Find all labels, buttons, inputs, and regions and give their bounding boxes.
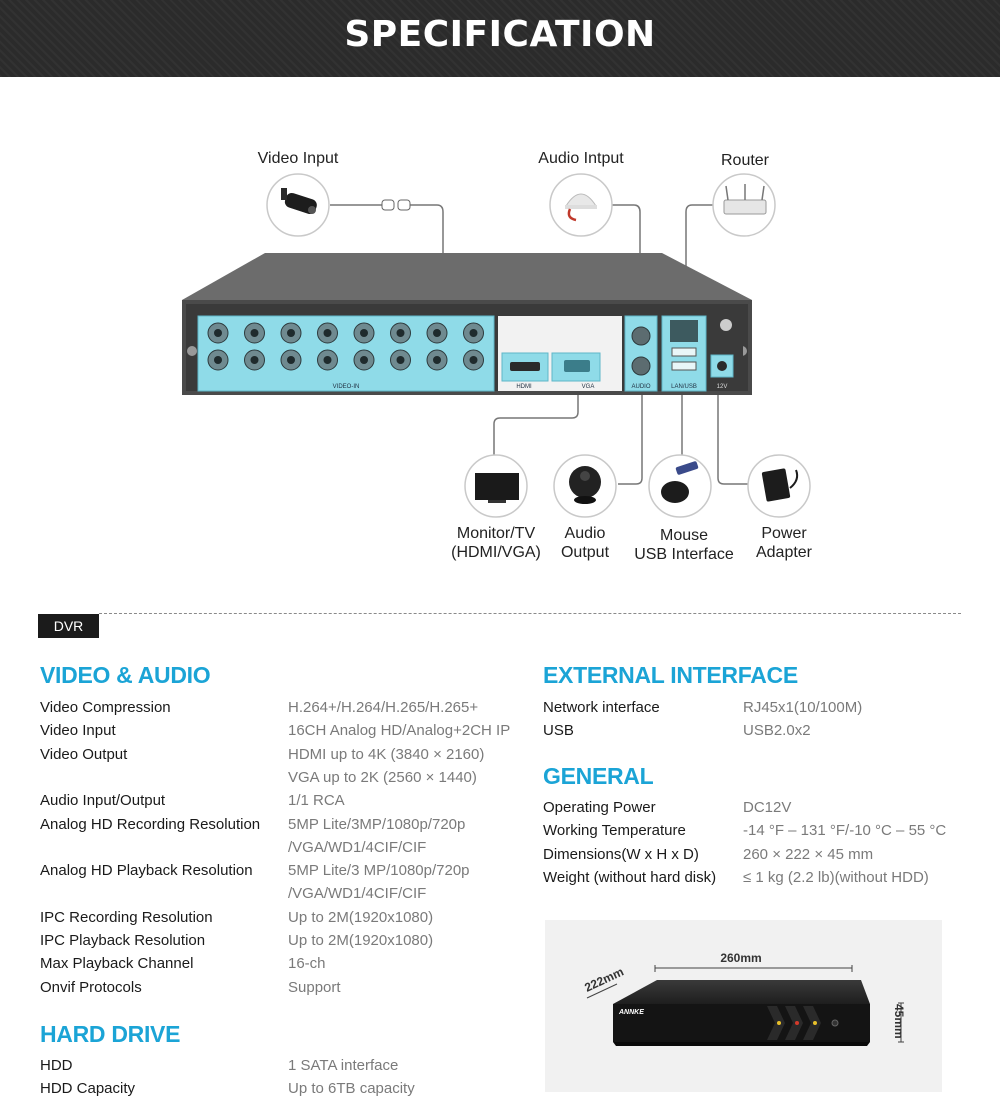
panel-label-dc: 12V (717, 384, 728, 390)
dvr-rear-panel: VIDEO-IN HDMI VGA AUDIO LAN/USB 12V (182, 253, 752, 395)
spec-label: Dimensions(W x H x D) (543, 845, 699, 863)
spec-label: HDD Capacity (40, 1080, 136, 1098)
spec-value: H.264+/H.264/H.265/H.265+ (288, 699, 479, 716)
bnc-port-center (287, 329, 295, 337)
spec-label: IPC Recording Resolution (40, 908, 213, 926)
bnc-port-center (250, 356, 259, 364)
spec-value: 5MP Lite/3 MP/1080p/720p (288, 862, 470, 880)
spec-value: 16-ch (288, 955, 326, 973)
general-title: GENERAL (543, 763, 654, 789)
external-interface-title: EXTERNAL INTERFACE (543, 662, 798, 688)
panel-label-hdmi: HDMI (516, 384, 532, 390)
speaker-icon (553, 454, 617, 518)
mouse-icon (648, 454, 712, 518)
spec-value: VGA up to 2K (2560 × 1440) (288, 768, 477, 786)
spec-value: USB2.0x2 (743, 722, 811, 740)
spec-value: 1/1 RCA (288, 792, 345, 810)
spec-label: Audio Input/Output (40, 792, 166, 810)
microphone-icon (549, 173, 613, 237)
video-audio-title: VIDEO & AUDIO (40, 662, 211, 688)
spec-label: USB (543, 722, 574, 740)
audio-input-label: Audio Intput (538, 150, 624, 167)
connection-diagram: VIDEO-IN HDMI VGA AUDIO LAN/USB 12V (182, 173, 811, 518)
bnc-cable-icon (381, 199, 411, 211)
bnc-port-center (433, 329, 441, 337)
router-label: Router (720, 152, 770, 169)
bnc-port-center (396, 356, 405, 364)
spec-label: Analog HD Playback Resolution (40, 862, 253, 880)
bnc-port-center (214, 329, 222, 337)
spec-label: Onvif Protocols (40, 978, 142, 996)
bnc-port-center (287, 356, 295, 364)
spec-value: -14 °F – 131 °F/-10 °C – 55 °C (743, 822, 947, 840)
spec-label: Max Playback Channel (40, 955, 194, 973)
width-dimension: 260mm (720, 951, 761, 965)
spec-value: 5MP Lite/3MP/1080p/720p (288, 815, 466, 833)
annke-logo: ANNKE (618, 1009, 644, 1016)
spec-value: Up to 6TB capacity (288, 1080, 415, 1098)
spec-label: Video Input (40, 722, 116, 740)
bnc-port-center (469, 329, 478, 337)
bnc-port-center (214, 356, 222, 364)
spec-label: Network interface (543, 699, 660, 716)
bnc-port-center (433, 356, 441, 364)
spec-value: 260 × 222 × 45 mm (743, 845, 874, 863)
page-title: SPECIFICATION (344, 14, 656, 55)
height-dimension: 45mm (892, 1004, 906, 1039)
video-input-label: Video Input (257, 150, 339, 167)
spec-label: Operating Power (543, 799, 656, 816)
spec-value: /VGA/WD1/4CIF/CIF (288, 885, 427, 903)
bnc-port-center (469, 356, 478, 364)
spec-value: /VGA/WD1/4CIF/CIF (288, 838, 427, 856)
section-divider (99, 613, 961, 614)
panel-label-vga: VGA (582, 384, 595, 390)
bnc-port-center (323, 356, 332, 364)
spec-value: HDMI up to 4K (3840 × 2160) (288, 745, 485, 763)
camera-icon (266, 173, 330, 237)
spec-label: HDD (40, 1057, 73, 1074)
spec-value: Support (288, 978, 341, 996)
spec-label: Video Output (40, 745, 128, 763)
spec-value: RJ45x1(10/100M) (743, 699, 863, 716)
bnc-ports (207, 322, 484, 371)
power-adapter-icon (747, 454, 811, 518)
spec-label: IPC Playback Resolution (40, 932, 206, 949)
spec-value: DC12V (743, 799, 792, 816)
panel-label-video-in: VIDEO-IN (333, 384, 360, 390)
spec-value: Up to 2M(1920x1080) (288, 908, 434, 926)
spec-value: Up to 2M(1920x1080) (288, 932, 434, 949)
monitor-icon (464, 454, 528, 518)
spec-label: Weight (without hard disk) (543, 868, 717, 886)
bnc-port-center (360, 329, 368, 337)
spec-value: 1 SATA interface (288, 1057, 399, 1074)
spec-value: ≤ 1 kg (2.2 lb)(without HDD) (743, 868, 929, 886)
bnc-port-center (360, 356, 368, 364)
hard-drive-title: HARD DRIVE (40, 1021, 181, 1047)
product-photo: 260mm 222mm 45mm ANNKE (545, 920, 942, 1092)
spec-label: Analog HD Recording Resolution (40, 815, 261, 833)
dvr-tag: DVR (38, 614, 99, 638)
header-banner (0, 0, 1000, 77)
bnc-port-center (323, 329, 332, 337)
spec-label: Working Temperature (543, 822, 686, 840)
spec-label: Video Compression (40, 699, 171, 716)
bnc-port-center (250, 329, 259, 337)
panel-label-audio: AUDIO (631, 384, 650, 390)
spec-value: 16CH Analog HD/Analog+2CH IP (288, 722, 511, 740)
panel-label-lan: LAN/USB (671, 384, 697, 390)
monitor-label: Monitor/TV(HDMI/VGA) (451, 525, 541, 561)
bnc-port-center (396, 329, 405, 337)
router-icon (712, 173, 776, 237)
